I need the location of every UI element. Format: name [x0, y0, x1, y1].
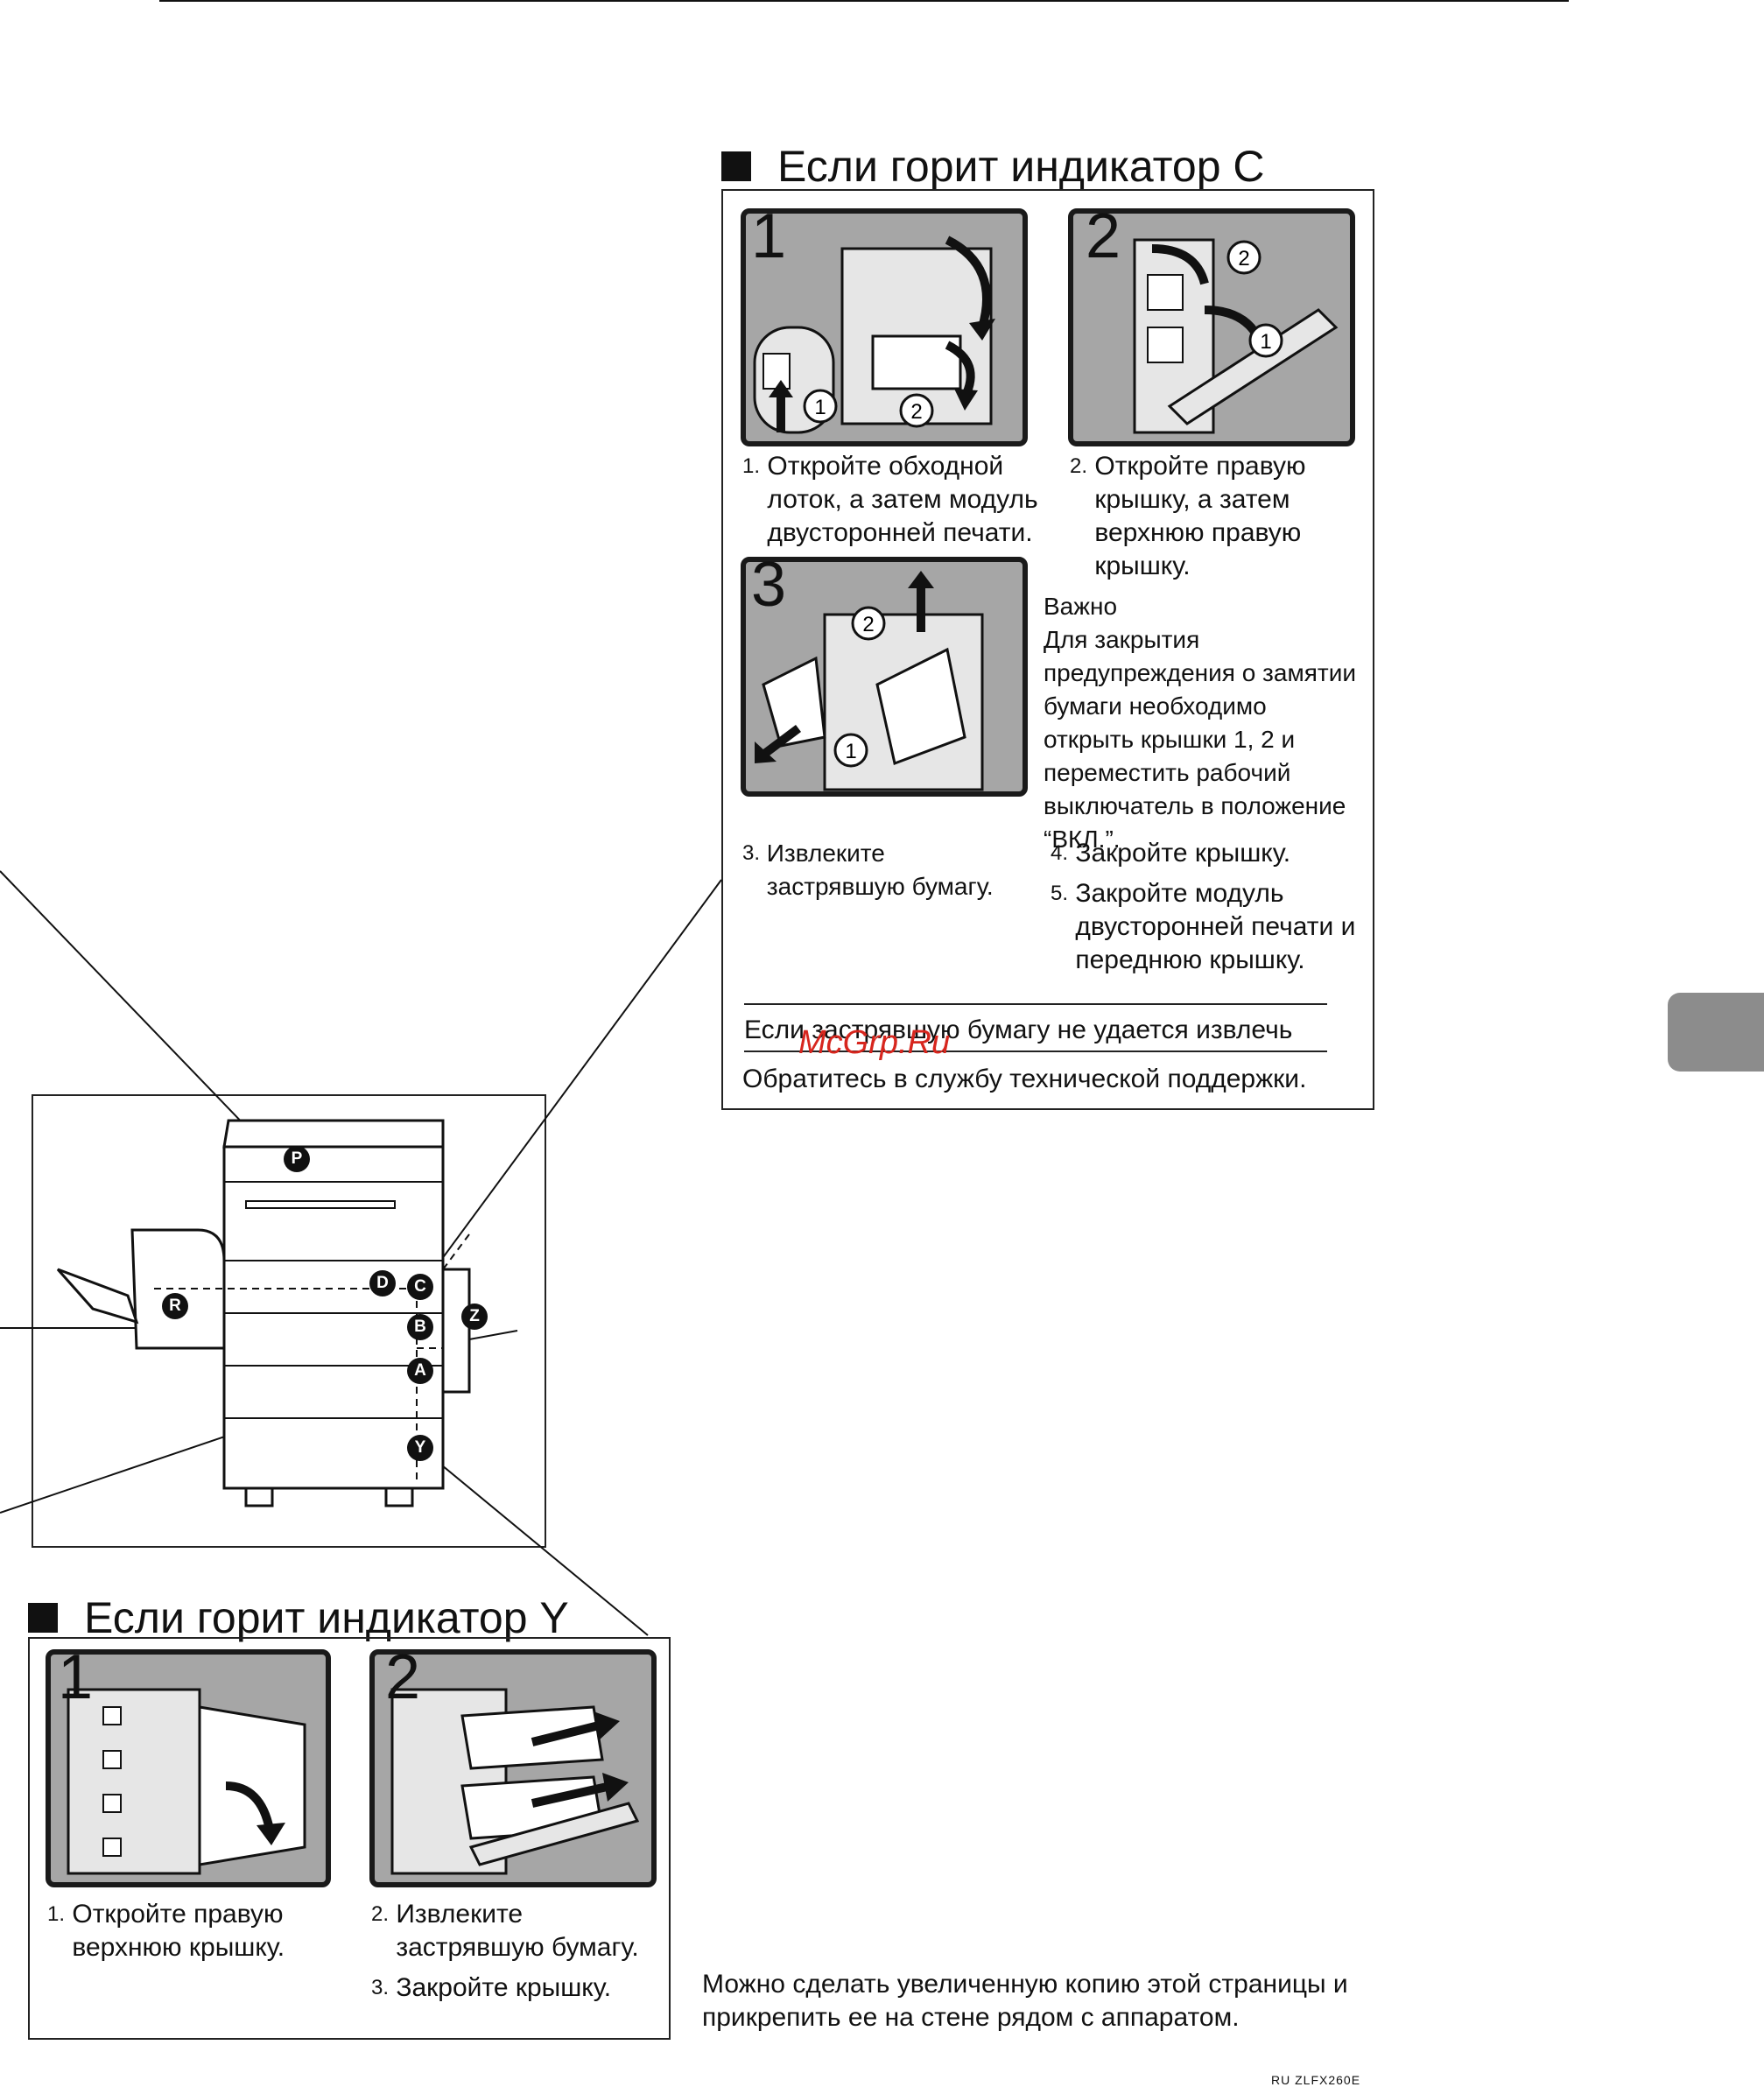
- section-c-panel: [721, 189, 1374, 1110]
- callout-1: 1: [814, 396, 826, 419]
- contact-support: Обратитесь в службу технической поддержк…: [742, 1065, 1307, 1093]
- c-illus-number-2: 2: [1086, 201, 1121, 271]
- c-step-4-number: 4.: [1051, 841, 1069, 865]
- y-illus-number-1: 1: [58, 1642, 94, 1712]
- important-text: Для закрытия предупреждения о замятии бу…: [1044, 626, 1356, 853]
- heading-square-icon: [721, 151, 751, 181]
- y-step-3-number: 3.: [371, 1976, 390, 1999]
- c-step-5-number: 5.: [1051, 882, 1069, 905]
- machine-label-d: D: [369, 1270, 396, 1296]
- y-step-3: 3. Закройте крышку.: [371, 1971, 665, 2005]
- divider-bottom: [744, 1051, 1327, 1052]
- c-illus-number-3: 3: [751, 550, 787, 620]
- section-y-panel: [28, 1637, 671, 2040]
- section-y-heading: Если горит индикатор Y: [28, 1592, 569, 1644]
- c-step-2-text: Откройте правую крышку, а затем верхнюю …: [1094, 452, 1306, 580]
- footer-code: RU ZLFX260E: [1271, 2073, 1361, 2087]
- c-step-3-number: 3.: [742, 841, 761, 865]
- section-c-title: Если горит индикатор C: [777, 142, 1265, 191]
- top-rule: [159, 0, 1569, 2]
- copier-machine-illustration: [56, 1119, 518, 1507]
- chapter-tab: [1668, 993, 1764, 1072]
- y-step-1-text: Откройте правую верхнюю крышку.: [72, 1900, 285, 1962]
- machine-label-y: Y: [407, 1435, 433, 1461]
- important-label: Важно: [1044, 593, 1118, 620]
- machine-label-a: A: [407, 1358, 433, 1384]
- c-illus-number-1: 1: [751, 201, 787, 271]
- section-c-illustration-2: 2 1: [1068, 208, 1355, 446]
- machine-label-c: C: [407, 1274, 433, 1300]
- machine-label-z: Z: [461, 1303, 488, 1330]
- machine-label-r: R: [162, 1293, 188, 1319]
- section-c-illustration-3: 2 1: [741, 557, 1028, 797]
- y-step-1-number: 1.: [47, 1902, 66, 1926]
- c-step-5: 5. Закройте модуль двусторонней печати и…: [1051, 877, 1357, 977]
- section-c-illustration-1: 1 2: [741, 208, 1028, 446]
- important-note: Важно Для закрытия предупреждения о замя…: [1044, 590, 1360, 856]
- machine-label-b: B: [407, 1314, 433, 1340]
- machine-label-p: P: [284, 1146, 310, 1172]
- c-step-4-text: Закройте крышку.: [1075, 839, 1291, 868]
- y-step-3-text: Закройте крышку.: [396, 1973, 612, 2002]
- divider-top: [744, 1003, 1327, 1005]
- callout-1: 1: [1260, 330, 1271, 354]
- y-illus-number-2: 2: [385, 1642, 421, 1712]
- callout-1: 1: [845, 740, 856, 763]
- y-step-2-number: 2.: [371, 1902, 390, 1926]
- machine-diagram-frame: [32, 1094, 546, 1548]
- c-step-4: 4. Закройте крышку.: [1051, 837, 1357, 870]
- section-y-illustration-1: [46, 1649, 331, 1887]
- section-y-illustration-2: [369, 1649, 657, 1887]
- heading-square-icon: [28, 1603, 58, 1633]
- section-y-title: Если горит индикатор Y: [84, 1593, 569, 1642]
- c-step-1: 1. Откройте обходной лоток, а затем моду…: [742, 450, 1066, 550]
- y-step-2-text: Извлеките застрявшую бумагу.: [396, 1900, 639, 1962]
- y-step-2: 2. Извлеките застрявшую бумагу.: [371, 1898, 665, 1964]
- callout-2: 2: [862, 613, 874, 636]
- callout-2: 2: [910, 400, 922, 424]
- c-step-3: 3. Извлеките застрявшую бумагу.: [742, 837, 1040, 903]
- c-step-1-text: Откройте обходной лоток, а затем модуль …: [767, 452, 1038, 547]
- section-c-heading: Если горит индикатор C: [721, 140, 1265, 193]
- c-step-5-text: Закройте модуль двусторонней печати и пе…: [1075, 879, 1356, 974]
- watermark: McGrp.Ru: [798, 1024, 951, 1061]
- y-step-1: 1. Откройте правую верхнюю крышку.: [47, 1898, 336, 1964]
- c-step-2: 2. Откройте правую крышку, а затем верхн…: [1070, 450, 1367, 583]
- c-step-2-number: 2.: [1070, 454, 1088, 478]
- c-step-3-text: Извлеките застрявшую бумагу.: [766, 840, 994, 900]
- callout-2: 2: [1238, 247, 1249, 271]
- copy-note: Можно сделать увеличенную копию этой стр…: [702, 1970, 1348, 2032]
- cannot-remove-heading: Если застрявшую бумагу не удается извлеч…: [744, 1015, 1293, 1044]
- c-step-1-number: 1.: [742, 454, 761, 478]
